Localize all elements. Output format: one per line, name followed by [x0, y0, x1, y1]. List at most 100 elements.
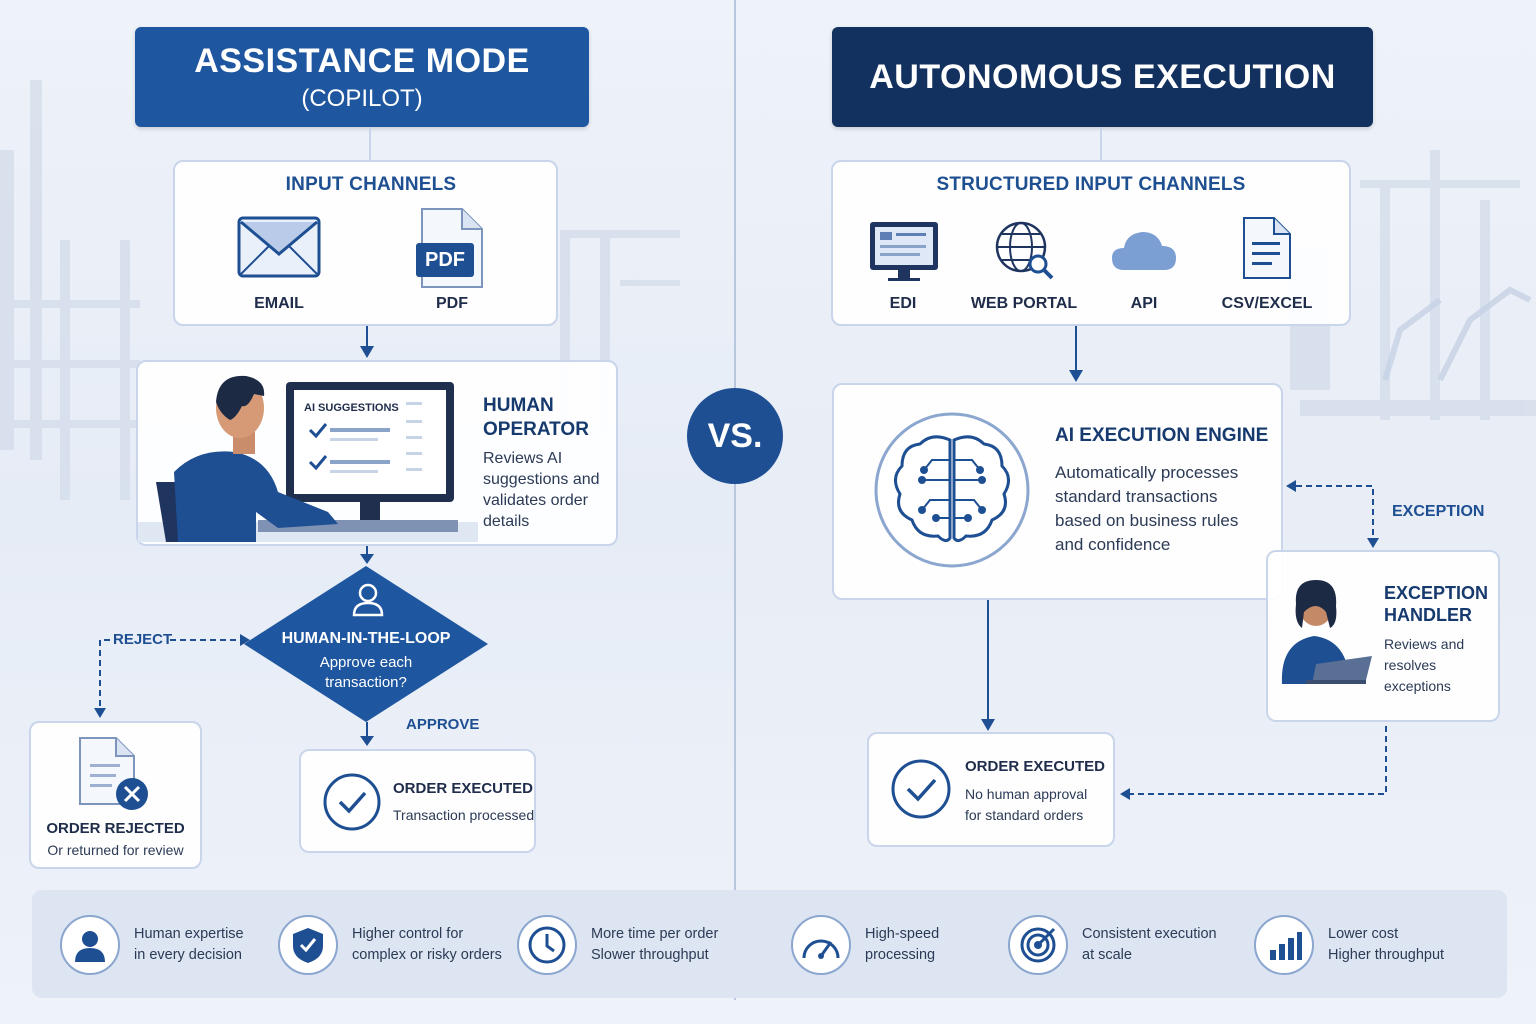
exception-handler-panel [1266, 550, 1500, 722]
autonomous-execution-title-text: AUTONOMOUS EXECUTION [869, 57, 1336, 96]
rejected-document-icon [79, 737, 148, 810]
approve-label: APPROVE [406, 716, 480, 733]
benefit-text: Consistent execution [1082, 926, 1217, 942]
order-executed-title-left: ORDER EXECUTED [393, 780, 534, 797]
exception-label: EXCEPTION [1392, 503, 1485, 520]
benefit-higher-control: Higher control for complex or risky orde… [278, 915, 502, 975]
cloud-icon [1112, 232, 1176, 270]
benefit-text: Human expertise [134, 926, 244, 942]
arrow-down-icon [360, 346, 374, 358]
benefit-lower-cost: Lower cost Higher throughput [1254, 915, 1444, 975]
arrow-down-icon [360, 554, 374, 564]
operator-at-computer-illustration [138, 375, 478, 542]
order-executed-title-right: ORDER EXECUTED [965, 758, 1106, 775]
ai-brain-icon [874, 412, 1030, 568]
engine-desc-1: Automatically processes [1055, 463, 1239, 482]
benefit-text: at scale [1082, 947, 1132, 963]
reject-path-arrow [94, 634, 250, 718]
human-operator-desc-4: details [483, 513, 530, 530]
user-outline-icon [352, 583, 384, 617]
check-circle-icon [323, 773, 381, 831]
globe-search-icon [995, 221, 1054, 280]
shield-check-icon [278, 915, 338, 975]
channel-csv-excel-label: CSV/EXCEL [1221, 295, 1313, 312]
clock-icon [517, 915, 577, 975]
vs-badge: VS. [687, 388, 783, 484]
arrow-down-icon [1069, 370, 1083, 382]
autonomous-execution-title: AUTONOMOUS EXECUTION [832, 27, 1373, 127]
order-rejected-title: ORDER REJECTED [46, 820, 185, 837]
flow-arrow-line [1075, 326, 1077, 372]
benefit-text: Lower cost [1328, 926, 1399, 942]
exception-handler-title-1: EXCEPTION [1384, 583, 1489, 603]
arrow-down-icon [360, 736, 374, 746]
engine-desc-3: based on business rules [1055, 511, 1239, 530]
bar-chart-icon [1254, 915, 1314, 975]
human-operator-desc-3: validates order [483, 492, 588, 509]
exception-handler-desc-2: resolves [1384, 657, 1437, 673]
human-in-the-loop-diamond [244, 566, 488, 722]
channel-edi-label: EDI [889, 295, 917, 312]
engine-title: AI EXECUTION ENGINE [1055, 425, 1269, 446]
connector-line [1100, 127, 1102, 160]
structured-input-title: STRUCTURED INPUT CHANNELS [936, 174, 1246, 195]
exception-handler-desc-3: exceptions [1384, 678, 1451, 694]
connector-line [369, 127, 371, 160]
benefit-text: complex or risky orders [352, 947, 502, 963]
human-operator-desc-2: suggestions and [483, 471, 600, 488]
engine-desc-4: and confidence [1055, 535, 1171, 554]
channel-web-portal-label: WEB PORTAL [970, 295, 1078, 312]
exception-path-arrow [1286, 480, 1379, 548]
human-operator-title-line1: HUMAN [483, 395, 554, 416]
person-icon [60, 915, 120, 975]
benefit-human-expertise: Human expertise in every decision [60, 915, 244, 975]
order-executed-desc-right-1: No human approval [965, 786, 1088, 802]
email-icon [237, 216, 321, 278]
exception-handler-person-illustration [1281, 580, 1372, 684]
exception-handler-title-2: HANDLER [1384, 605, 1472, 625]
input-channels-title: INPUT CHANNELS [285, 174, 457, 195]
human-operator-title-line2: OPERATOR [483, 419, 589, 440]
benefit-text: High-speed [865, 926, 940, 942]
flow-arrow-line [366, 722, 368, 740]
benefit-consistent-execution: Consistent execution at scale [1008, 915, 1217, 975]
order-executed-desc-right-2: for standard orders [965, 807, 1084, 823]
order-rejected-desc: Or returned for review [47, 842, 184, 858]
flow-arrow-line [987, 600, 989, 722]
edi-monitor-icon [870, 222, 938, 281]
ai-suggestions-label: AI SUGGESTIONS [304, 402, 399, 414]
check-circle-icon [891, 759, 951, 819]
benefit-text: in every decision [134, 947, 242, 963]
speedometer-icon [791, 915, 851, 975]
decision-question-2: transaction? [325, 674, 407, 691]
benefit-text: Slower throughput [591, 947, 709, 963]
flow-arrow-line [366, 546, 368, 558]
resolved-path-arrow [1120, 726, 1387, 800]
benefit-text: processing [865, 947, 936, 963]
reject-label: REJECT [113, 631, 173, 648]
channel-pdf-label: PDF [436, 295, 468, 312]
engine-desc-2: standard transactions [1055, 487, 1218, 506]
exception-handler-desc-1: Reviews and [1384, 636, 1465, 652]
benefit-text: Higher throughput [1328, 947, 1445, 963]
assistance-mode-subtitle: (COPILOT) [301, 84, 423, 112]
channel-email-label: EMAIL [254, 295, 304, 312]
benefit-more-time: More time per order Slower throughput [517, 915, 718, 975]
arrow-down-icon [981, 719, 995, 731]
benefit-text: More time per order [591, 926, 719, 942]
center-divider [734, 0, 736, 1000]
csv-file-icon [1243, 217, 1291, 279]
decision-question-1: Approve each [319, 654, 413, 671]
benefit-text: Higher control for [352, 926, 464, 942]
decision-title: HUMAN-IN-THE-LOOP [281, 630, 451, 647]
assistance-mode-title-text: ASSISTANCE MODE [194, 41, 530, 80]
assistance-mode-title: ASSISTANCE MODE (COPILOT) [135, 27, 589, 127]
channel-api-label: API [1130, 295, 1158, 312]
benefit-high-speed: High-speed processing [791, 915, 939, 975]
pdf-badge: PDF [416, 243, 474, 277]
input-channels-panel [173, 160, 558, 326]
flow-arrow-line [366, 326, 368, 352]
human-operator-desc-1: Reviews AI [483, 450, 563, 467]
target-icon [1008, 915, 1068, 975]
order-executed-desc-left: Transaction processed [393, 807, 535, 823]
